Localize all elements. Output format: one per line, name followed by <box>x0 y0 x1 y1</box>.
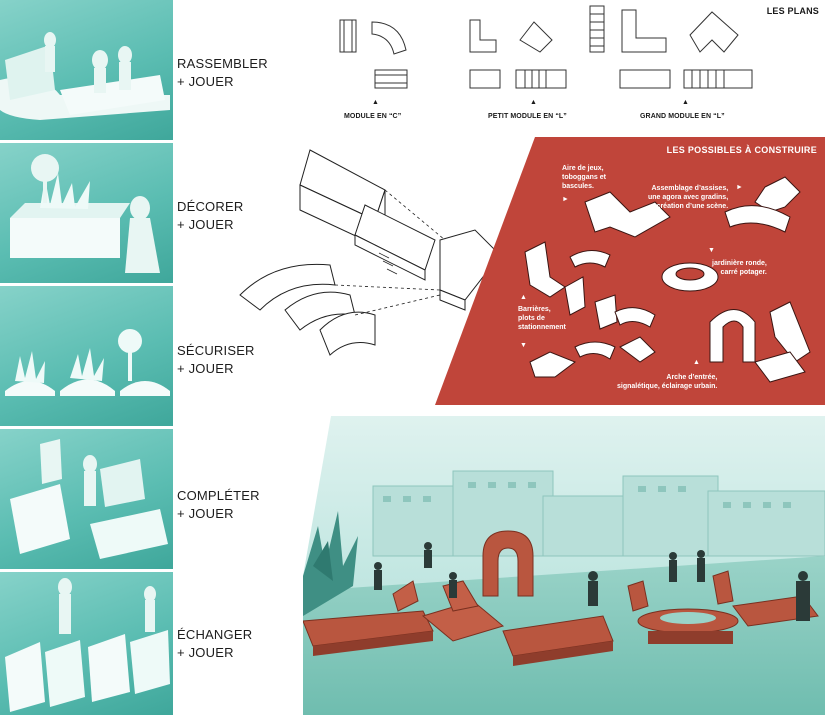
arrow-right-icon: ► <box>736 184 743 191</box>
action-verb: RASSEMBLER <box>177 56 268 71</box>
action-plus: + JOUER <box>177 645 234 660</box>
plans-section: LES PLANS ▲ ▲ ▲ MODULE EN “C” PETIT MODU… <box>320 0 825 135</box>
note-line: Arche d’entrée, <box>666 374 718 381</box>
plans-drawing <box>339 5 753 89</box>
note-assemblage: Assemblage d’assises, une agora avec gra… <box>648 184 728 211</box>
note-line: plots de <box>518 315 545 322</box>
action-label-completer: COMPLÉTER + JOUER <box>177 487 287 523</box>
plan-caption-module-c: MODULE EN “C” <box>344 113 402 120</box>
note-line: Barrières, <box>518 306 551 313</box>
arrow-right-icon: ► <box>562 196 569 203</box>
arrow-up-icon: ▲ <box>520 294 527 301</box>
plan-caption-grand-module-l: GRAND MODULE EN “L” <box>640 113 725 120</box>
action-label-echanger: ÉCHANGER + JOUER <box>177 626 287 662</box>
plans-title: LES PLANS <box>766 6 819 16</box>
action-plus: + JOUER <box>177 506 234 521</box>
note-line: toboggans et <box>562 174 606 181</box>
note-line: bascules. <box>562 183 594 190</box>
note-arche: Arche d’entrée, signalétique, éclairage … <box>617 373 717 391</box>
note-line: Aire de jeux, <box>562 165 604 172</box>
possibles-background <box>435 137 825 405</box>
action-label-rassembler: RASSEMBLER + JOUER <box>177 55 287 91</box>
axonometric-exploded-drawing <box>239 149 501 356</box>
photo-rassembler <box>0 0 173 140</box>
action-verb: SÉCURISER <box>177 343 255 358</box>
note-jardiniere: jardinière ronde, carré potager. <box>712 259 767 277</box>
note-aire-de-jeux: Aire de jeux, toboggans et bascules. <box>562 164 606 191</box>
note-line: Assemblage d’assises, <box>651 185 729 192</box>
photo-echanger <box>0 572 173 715</box>
arrow-up-icon: ▲ <box>693 359 700 366</box>
caret-icon: ▲ <box>530 99 537 106</box>
note-line: une agora avec gradins, <box>648 194 729 201</box>
plan-caption-petit-module-l: PETIT MODULE EN “L” <box>488 113 567 120</box>
action-verb: COMPLÉTER <box>177 488 260 503</box>
possibles-panel: LES POSSIBLES À CONSTRUIRE Aire de jeux,… <box>425 137 825 405</box>
note-line: jardinière ronde, <box>712 260 767 267</box>
action-plus: + JOUER <box>177 361 234 376</box>
caret-icon: ▲ <box>682 99 689 106</box>
photo-securiser <box>0 286 173 426</box>
note-line: signalétique, éclairage urbain. <box>617 383 718 390</box>
note-line: stationnement <box>518 324 566 331</box>
note-line: création d’une scène. <box>656 203 729 210</box>
scene-drawing <box>303 416 825 715</box>
possibles-title: LES POSSIBLES À CONSTRUIRE <box>666 145 817 155</box>
photo-decorer <box>0 143 173 283</box>
action-label-decorer: DÉCORER + JOUER <box>177 198 287 234</box>
action-plus: + JOUER <box>177 74 234 89</box>
arrow-down-icon: ▼ <box>708 247 715 254</box>
caret-icon: ▲ <box>372 99 379 106</box>
arrow-down-icon: ▼ <box>520 342 527 349</box>
note-barrieres: Barrières, plots de stationnement <box>518 305 566 332</box>
photo-column <box>0 0 173 715</box>
scene-illustration <box>303 416 825 715</box>
action-label-securiser: SÉCURISER + JOUER <box>177 342 287 378</box>
note-line: carré potager. <box>720 269 767 276</box>
photo-completer <box>0 429 173 569</box>
action-plus: + JOUER <box>177 217 234 232</box>
action-verb: ÉCHANGER <box>177 627 253 642</box>
action-verb: DÉCORER <box>177 199 244 214</box>
